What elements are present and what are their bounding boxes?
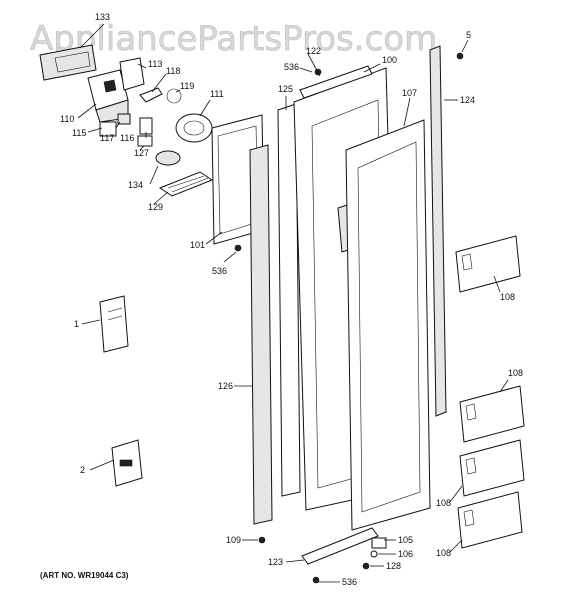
lever-118 <box>139 87 163 103</box>
callout-1: 1 <box>74 319 79 329</box>
callout-108-c: 108 <box>436 498 451 508</box>
side-trim-125 <box>277 103 301 497</box>
foam-panel-126 <box>249 144 273 525</box>
door-bin-108-b <box>459 385 525 443</box>
callout-118: 118 <box>166 66 180 76</box>
callout-536-bot: 536 <box>342 577 357 587</box>
callout-110: 110 <box>60 114 74 124</box>
grille-129 <box>158 171 214 197</box>
art-number: (ART NO. WR19044 C3) <box>40 571 129 580</box>
cap-134 <box>155 150 181 166</box>
callout-107: 107 <box>402 88 417 98</box>
callout-108-b: 108 <box>508 368 523 378</box>
callout-134: 134 <box>128 180 143 190</box>
watermark: AppliancePartsPros.com <box>30 19 437 59</box>
callout-5: 5 <box>466 30 471 40</box>
callout-129: 129 <box>148 202 163 212</box>
door-bin-108-a <box>455 235 521 293</box>
door-bin-108-c <box>459 439 525 497</box>
callout-108-d: 108 <box>436 548 451 558</box>
screw-536-bot <box>312 576 320 584</box>
bracket-105 <box>371 537 387 549</box>
motor-111 <box>175 113 213 143</box>
callout-127: 127 <box>134 148 149 158</box>
hardware-kit-2 <box>111 439 143 487</box>
callout-115: 115 <box>72 128 86 138</box>
door-liner-107 <box>345 119 431 531</box>
callout-105: 105 <box>398 535 413 545</box>
callout-2: 2 <box>80 465 85 475</box>
spring-119 <box>166 88 182 104</box>
callout-128: 128 <box>386 561 401 571</box>
callout-536-top: 536 <box>284 62 299 72</box>
switch-117 <box>117 113 131 125</box>
callout-108-a: 108 <box>500 292 515 302</box>
callout-113: 113 <box>148 59 162 69</box>
callout-124: 124 <box>460 95 475 105</box>
nut-106 <box>370 550 378 558</box>
screw-109 <box>258 536 266 544</box>
manual-1 <box>99 295 129 353</box>
actuator-113 <box>119 57 145 91</box>
screw-536-mid <box>234 244 242 252</box>
switch-116 <box>139 117 153 135</box>
bottom-cap-123 <box>301 527 379 565</box>
callout-111: 111 <box>210 89 224 99</box>
callout-116: 116 <box>120 133 134 143</box>
callout-101: 101 <box>190 240 205 250</box>
callout-125: 125 <box>278 84 293 94</box>
callout-123: 123 <box>268 557 283 567</box>
callout-122: 122 <box>306 46 321 56</box>
dispenser-module-133 <box>39 44 97 81</box>
screw-128 <box>362 562 370 570</box>
light-assembly-115 <box>99 121 117 137</box>
callout-109: 109 <box>226 535 241 545</box>
callout-536-mid: 536 <box>212 266 227 276</box>
callout-106: 106 <box>398 549 413 559</box>
door-bin-108-d <box>457 491 523 549</box>
callout-119: 119 <box>180 81 194 91</box>
callout-126: 126 <box>218 381 233 391</box>
callout-117: 117 <box>100 133 114 143</box>
leader-lines <box>77 23 509 583</box>
callout-100: 100 <box>382 55 397 65</box>
side-gasket-124 <box>429 45 447 417</box>
screw-5 <box>456 52 464 60</box>
top-cap-122 <box>299 65 373 99</box>
callout-133: 133 <box>95 12 110 22</box>
callout-labels: 133 113 118 119 110 115 117 116 127 111 … <box>60 12 523 587</box>
bracket-127 <box>137 135 153 147</box>
